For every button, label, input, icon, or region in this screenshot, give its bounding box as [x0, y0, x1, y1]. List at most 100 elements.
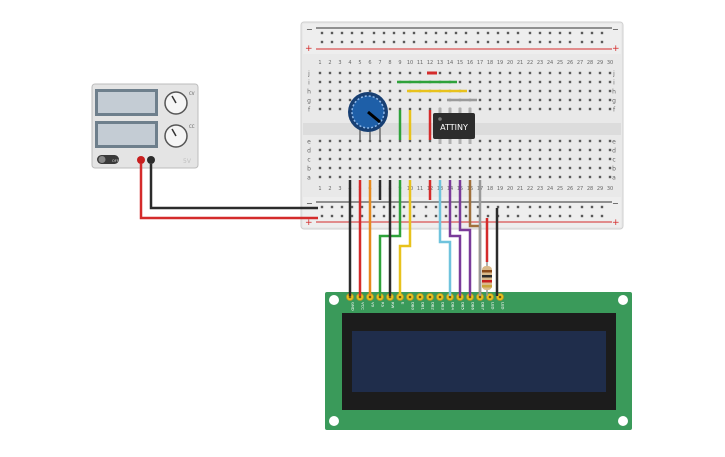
lcd-pin-hole	[398, 295, 402, 299]
terminal-hole	[358, 89, 362, 93]
terminal-hole	[398, 107, 402, 111]
potentiometer[interactable]	[348, 92, 388, 140]
resistor-band-1	[482, 270, 492, 273]
terminal-hole	[518, 89, 522, 93]
rail-hole	[528, 214, 532, 218]
terminal-hole	[558, 139, 562, 143]
column-number: 11	[417, 186, 423, 192]
terminal-hole	[508, 175, 512, 179]
rail-hole	[412, 40, 416, 44]
rail-hole	[558, 40, 562, 44]
column-number: 22	[527, 60, 533, 66]
lcd-mount-hole-tr	[618, 295, 628, 305]
attiny-chip[interactable]: ATTINY	[433, 108, 475, 144]
resistor[interactable]	[482, 262, 492, 296]
rail-hole	[330, 31, 334, 35]
terminal-hole	[528, 175, 532, 179]
terminal-hole	[408, 139, 412, 143]
terminal-hole	[318, 89, 322, 93]
rail-hole	[392, 31, 396, 35]
terminal-hole	[488, 80, 492, 84]
row-letter: f	[308, 107, 311, 114]
lcd-pin-label: LED	[500, 302, 505, 310]
rail-hole	[454, 214, 458, 218]
rail-hole	[340, 205, 344, 209]
rail-hole	[340, 31, 344, 35]
column-number: 10	[407, 60, 413, 66]
terminal-hole	[318, 175, 322, 179]
terminal-hole	[568, 148, 572, 152]
terminal-hole	[588, 148, 592, 152]
rail-hole	[350, 40, 354, 44]
terminal-hole	[558, 175, 562, 179]
chip-pin	[438, 138, 442, 144]
terminal-hole	[328, 166, 332, 170]
rail-hole	[486, 205, 490, 209]
terminal-hole	[508, 166, 512, 170]
rail-hole	[506, 40, 510, 44]
column-number: 14	[447, 60, 453, 66]
rail-hole	[444, 40, 448, 44]
terminal-hole	[408, 98, 412, 102]
terminal-hole	[348, 148, 352, 152]
terminal-hole	[498, 157, 502, 161]
row-letter: d	[612, 148, 616, 155]
terminal-hole	[368, 89, 372, 93]
terminal-hole	[508, 80, 512, 84]
terminal-hole	[588, 89, 592, 93]
terminal-hole	[538, 139, 542, 143]
terminal-hole	[478, 89, 482, 93]
terminal-hole	[538, 98, 542, 102]
column-number: 13	[437, 60, 443, 66]
terminal-hole	[528, 71, 532, 75]
wire-black-supply	[149, 164, 318, 210]
column-number: 17	[477, 60, 483, 66]
terminal-hole	[608, 166, 612, 170]
negative-terminal[interactable]	[147, 156, 155, 164]
terminal-hole	[548, 98, 552, 102]
terminal-hole	[428, 148, 432, 152]
terminal-hole	[468, 89, 472, 93]
rail-hole	[320, 214, 324, 218]
rail-hole	[434, 31, 438, 35]
terminal-hole	[378, 166, 382, 170]
terminal-hole	[428, 107, 432, 111]
terminal-hole	[368, 139, 372, 143]
terminal-hole	[498, 98, 502, 102]
lcd-pin-label: E	[400, 302, 405, 305]
terminal-hole	[408, 175, 412, 179]
terminal-hole	[348, 98, 352, 102]
power-supply[interactable]: CV CC OFF 5V	[91, 83, 199, 169]
terminal-hole	[418, 157, 422, 161]
terminal-hole	[598, 80, 602, 84]
positive-terminal[interactable]	[137, 156, 145, 164]
terminal-hole	[588, 175, 592, 179]
column-number: 3	[338, 186, 341, 192]
resistor-band-2	[482, 275, 492, 278]
terminal-hole	[318, 139, 322, 143]
lcd-pin-label: LED	[490, 302, 495, 310]
terminal-holes	[318, 71, 612, 179]
lcd-pin-hole	[428, 295, 432, 299]
rail-hole	[444, 205, 448, 209]
terminal-hole	[508, 98, 512, 102]
row-letter: j	[307, 71, 310, 78]
wire-lcd-db5	[448, 180, 462, 296]
lcd-pin-label: RS	[380, 302, 385, 308]
rail-hole	[424, 31, 428, 35]
rail-hole	[496, 40, 500, 44]
column-number: 20	[507, 186, 513, 192]
terminal-hole	[328, 148, 332, 152]
terminal-hole	[558, 98, 562, 102]
rail-hole	[424, 205, 428, 209]
row-letter: i	[308, 80, 310, 87]
wire-lcd-db6	[458, 180, 472, 296]
rail-hole	[590, 214, 594, 218]
lcd-pin-hole	[388, 295, 392, 299]
terminal-hole	[548, 166, 552, 170]
lcd-pin-label: RW	[390, 302, 395, 308]
terminal-hole	[418, 166, 422, 170]
rail-hole	[402, 205, 406, 209]
